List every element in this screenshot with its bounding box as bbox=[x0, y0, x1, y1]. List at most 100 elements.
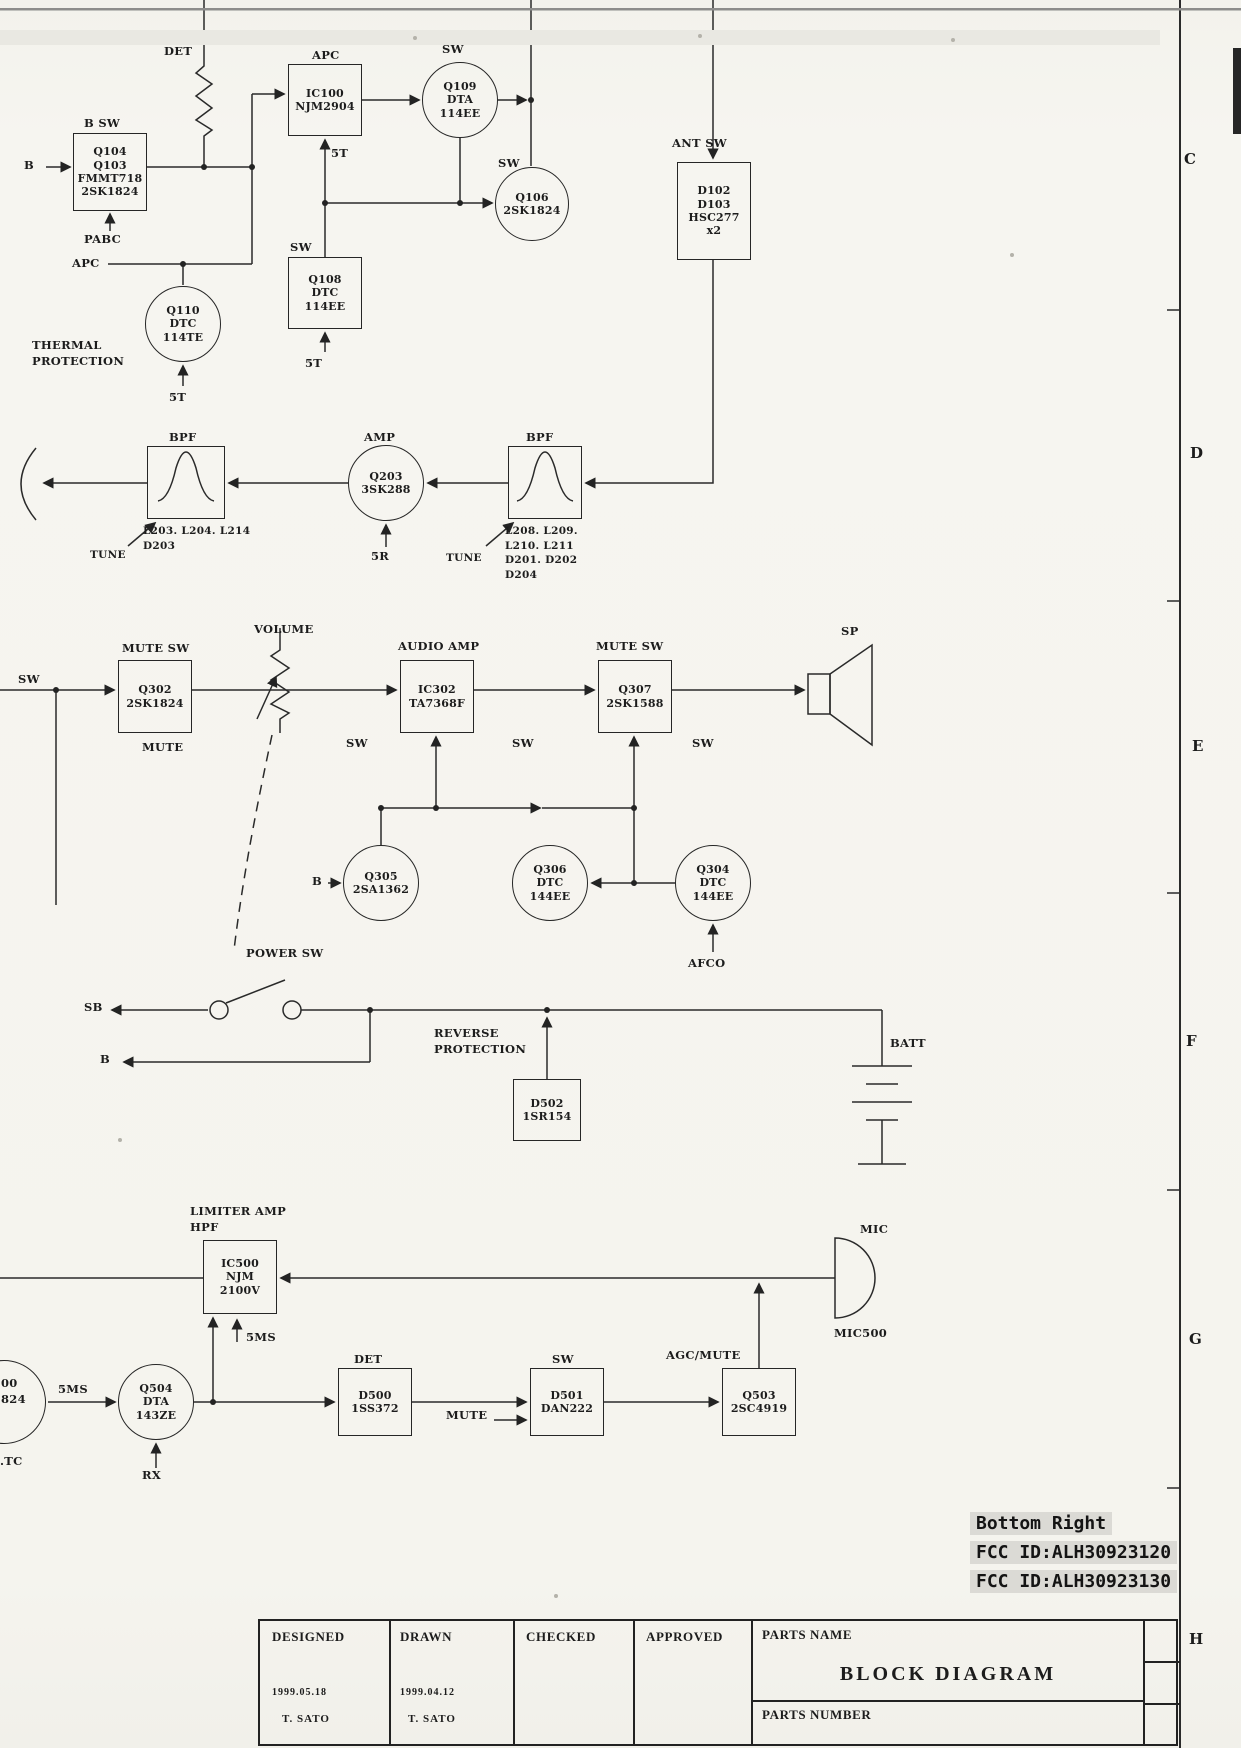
sb-label: SB bbox=[84, 1000, 103, 1014]
r5-q203-label: 5R bbox=[371, 549, 390, 563]
d502-text: D502 1SR154 bbox=[522, 1096, 572, 1123]
b-power-label: B bbox=[100, 1052, 111, 1066]
t5-ic100-label: 5T bbox=[331, 146, 349, 160]
pabc-label: PABC bbox=[84, 232, 122, 246]
audio-amp-label: AUDIO AMP bbox=[398, 639, 480, 653]
d501-block: D501 DAN222 bbox=[530, 1368, 604, 1436]
zone-letter-G: G bbox=[1189, 1330, 1202, 1348]
title-block-divider bbox=[1144, 1703, 1180, 1705]
ic302-text: IC302 TA7368F bbox=[409, 683, 465, 710]
q504-block: Q504 DTA 143ZE bbox=[118, 1364, 194, 1440]
limiter-amp-hpf-label: LIMITER AMP HPF bbox=[190, 1204, 287, 1234]
fcc-id-2: FCC ID:ALH30923130 bbox=[970, 1570, 1178, 1593]
sw-q108-label: SW bbox=[290, 240, 312, 254]
title-block-divider bbox=[389, 1621, 391, 1744]
q203-text: Q203 3SK288 bbox=[361, 469, 411, 496]
q203-block: Q203 3SK288 bbox=[348, 445, 424, 521]
stamp-caption: Bottom Right bbox=[970, 1512, 1113, 1535]
mechanical-link-dashed bbox=[233, 734, 273, 951]
t5-q108-label: 5T bbox=[305, 356, 323, 370]
ic302-block: IC302 TA7368F bbox=[400, 660, 474, 733]
q304-block: Q304 DTC 144EE bbox=[675, 845, 751, 921]
ant-sw-label: ANT SW bbox=[672, 136, 728, 150]
mute-d501-label: MUTE bbox=[446, 1408, 488, 1422]
d500-text: D500 1SS372 bbox=[351, 1388, 399, 1415]
parts-name-header: PARTS NAME bbox=[762, 1627, 853, 1642]
mic-label: MIC bbox=[860, 1222, 889, 1236]
d501-text: D501 DAN222 bbox=[540, 1388, 594, 1415]
q110-block: Q110 DTC 114TE bbox=[145, 286, 221, 362]
d102-d103-text: D102 D103 HSC277 x2 bbox=[688, 184, 740, 238]
b-q305-label: B bbox=[312, 874, 323, 888]
d502-block: D502 1SR154 bbox=[513, 1079, 581, 1141]
bpf-out-label: BPF bbox=[169, 430, 197, 444]
q110-text: Q110 DTC 114TE bbox=[162, 303, 204, 344]
bpf-rx-out-block bbox=[147, 446, 225, 519]
d500-block: D500 1SS372 bbox=[338, 1368, 412, 1436]
earphone-icon bbox=[20, 447, 37, 521]
q500-cut-text-label: 00 824 bbox=[1, 1376, 26, 1406]
zone-letter-D: D bbox=[1190, 444, 1204, 462]
bpf-in-label: BPF bbox=[526, 430, 554, 444]
reverse-protection-label: REVERSE PROTECTION bbox=[434, 1026, 527, 1056]
title-block-divider bbox=[751, 1621, 753, 1744]
afco-label: AFCO bbox=[688, 956, 726, 970]
b-in-label: B bbox=[24, 158, 35, 172]
title-block-divider bbox=[513, 1621, 515, 1744]
volume-pot-icon bbox=[256, 628, 291, 733]
q305-text: Q305 2SA1362 bbox=[352, 869, 410, 896]
zone-letter-F: F bbox=[1186, 1032, 1197, 1050]
drawn-date: 1999.04.12 bbox=[400, 1687, 455, 1698]
q104-q103-text: Q104 Q103 FMMT718 2SK1824 bbox=[77, 145, 143, 199]
q307-text: Q307 2SK1588 bbox=[606, 683, 664, 710]
sp-label: SP bbox=[841, 624, 859, 638]
q307-block: Q307 2SK1588 bbox=[598, 660, 672, 733]
apc-left-label: APC bbox=[72, 256, 100, 270]
sw-q304-label: SW bbox=[692, 736, 714, 750]
zone-letter-E: E bbox=[1192, 737, 1204, 755]
rx-label: RX bbox=[142, 1468, 162, 1482]
title-block: DESIGNED 1999.05.18 T. SATO DRAWN 1999.0… bbox=[258, 1619, 1180, 1746]
batt-label: BATT bbox=[890, 1036, 926, 1050]
parts-number-header: PARTS NUMBER bbox=[762, 1707, 872, 1722]
mic500-label: MIC500 bbox=[834, 1326, 888, 1340]
zone-letter-C: C bbox=[1184, 150, 1196, 168]
q304-text: Q304 DTC 144EE bbox=[692, 862, 734, 903]
l203-list-label: L203. L204. L214 D203 bbox=[143, 525, 251, 552]
tune-in-label: TUNE bbox=[446, 552, 482, 564]
title-block-divider bbox=[1144, 1661, 1180, 1663]
q306-block: Q306 DTC 144EE bbox=[512, 845, 588, 921]
fcc-id-1: FCC ID:ALH30923120 bbox=[970, 1541, 1178, 1564]
q108-text: Q108 DTC 114EE bbox=[304, 272, 346, 313]
q306-text: Q306 DTC 144EE bbox=[529, 862, 571, 903]
sw-left-label: SW bbox=[18, 672, 40, 686]
designed-name: T. SATO bbox=[282, 1713, 330, 1725]
apc-top-label: APC bbox=[312, 48, 340, 62]
tc-cut-label: .TC bbox=[0, 1454, 23, 1468]
sw-q106-label: SW bbox=[498, 156, 520, 170]
title-block-divider bbox=[1143, 1621, 1145, 1744]
q106-block: Q106 2SK1824 bbox=[495, 167, 569, 241]
power-sw-label: POWER SW bbox=[246, 946, 324, 960]
zone-letter-H: H bbox=[1189, 1630, 1204, 1648]
amp-label: AMP bbox=[364, 430, 396, 444]
parts-name-value: BLOCK DIAGRAM bbox=[839, 1663, 1057, 1685]
det-resistor-icon bbox=[194, 0, 214, 167]
det-d500-label: DET bbox=[354, 1352, 383, 1366]
q305-block: Q305 2SA1362 bbox=[343, 845, 419, 921]
scan-artifacts bbox=[0, 8, 1241, 1598]
title-block-divider bbox=[752, 1700, 1144, 1702]
drawn-name: T. SATO bbox=[408, 1713, 456, 1725]
mute-q302-label: MUTE bbox=[142, 740, 184, 754]
t5-q110-label: 5T bbox=[169, 390, 187, 404]
designed-date: 1999.05.18 bbox=[272, 1687, 327, 1698]
mic-icon bbox=[834, 1237, 876, 1319]
agc-mute-label: AGC/MUTE bbox=[666, 1348, 741, 1362]
ic500-block: IC500 NJM 2100V bbox=[203, 1240, 277, 1314]
q504-text: Q504 DTA 143ZE bbox=[135, 1381, 177, 1422]
volume-label: VOLUME bbox=[254, 622, 314, 636]
l208-list-label: L208. L209. L210. L211 D201. D202 D204 bbox=[505, 525, 578, 582]
thermal-protection-label: THERMAL PROTECTION bbox=[32, 338, 125, 368]
